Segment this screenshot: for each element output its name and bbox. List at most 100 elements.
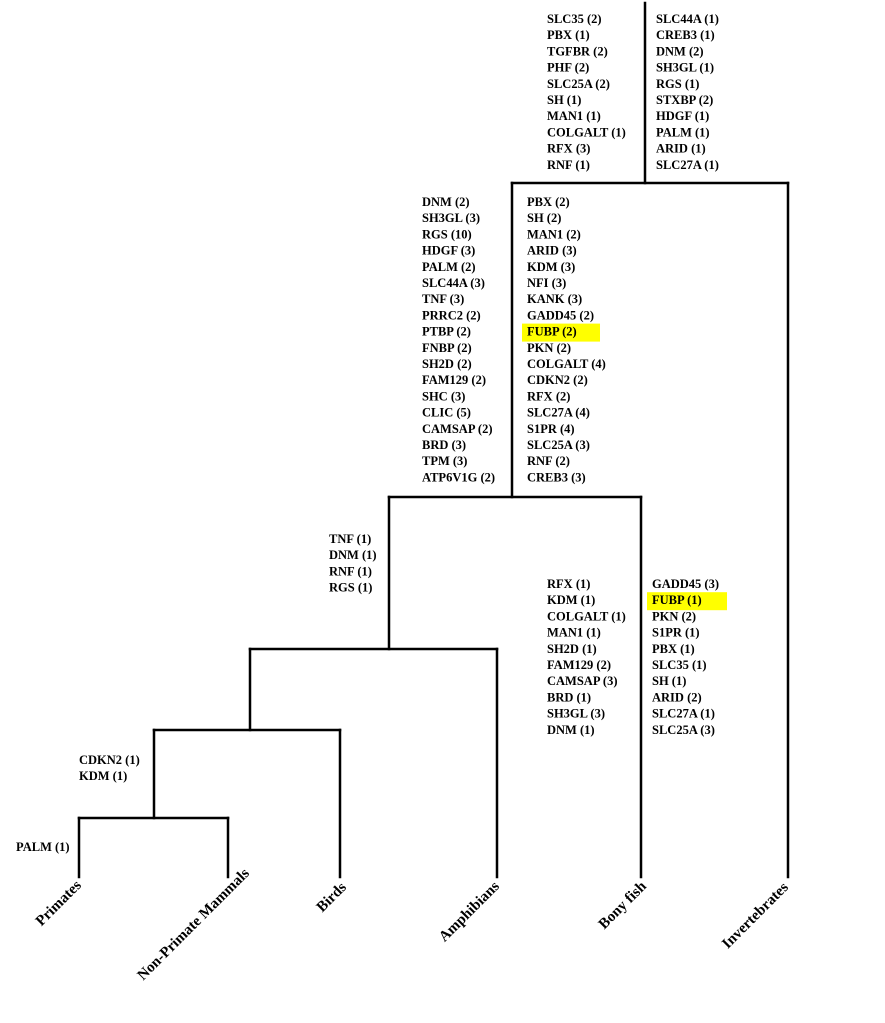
gene-family-label: MAN1 (1) [547,109,601,123]
gene-family-label: PALM (2) [422,260,476,274]
gene-family-label: PBX (2) [527,195,570,209]
gene-family-label: CREB3 (1) [656,28,715,42]
gene-family-label: PBX (1) [652,642,695,656]
gene-family-label: RNF (1) [547,158,590,172]
label-group-tetrapod: TNF (1) DNM (1) RNF (1) RGS (1) [329,532,377,595]
gene-family-label: PALM (1) [16,840,70,854]
gene-family-label: FAM129 (2) [547,658,611,672]
gene-family-label: SH (2) [527,211,561,225]
gene-family-label: DNM (2) [656,44,704,58]
gene-family-label: COLGALT (1) [547,125,626,139]
gene-family-label: FUBP (2) [527,325,577,339]
label-group-fish-right: GADD45 (3) FUBP (1) PKN (2) S1PR (1) PBX (1)… [647,577,727,737]
gene-family-label: RGS (10) [422,227,472,241]
taxon-labels: Primates Non-Primate Mammals Birds Amphibia… [33,865,792,983]
label-group-vertebrate-left: DNM (2) SH3GL (3) RGS (10) HDGF (3) PALM (2)… [422,195,495,484]
gene-family-label: PKN (2) [652,609,696,623]
gene-family-label: S1PR (1) [652,626,700,640]
gene-family-label: KDM (1) [79,769,127,783]
gene-family-label: ARID (1) [656,142,706,156]
gene-family-label: HDGF (3) [422,244,475,258]
gene-family-label: PHF (2) [547,61,589,75]
highlight-marker [522,323,600,342]
gene-family-label: SH (1) [547,93,581,107]
gene-family-label: CAMSAP (2) [422,422,492,436]
gene-family-label: KANK (3) [527,292,582,306]
taxon-label-invertebrates: Invertebrates [719,879,792,952]
gene-family-label: PKN (2) [527,341,571,355]
taxon-label-non-primate-mammals: Non-Primate Mammals [135,865,253,983]
gene-family-label: SLC27A (1) [652,707,715,721]
label-group-root-left: SLC35 (2) PBX (1) TGFBR (2) PHF (2) SLC25A (… [547,12,626,172]
gene-family-label: RGS (1) [329,581,372,595]
gene-family-label: BRD (3) [422,438,466,452]
gene-family-label: MAN1 (2) [527,227,581,241]
gene-family-label: PTBP (2) [422,325,471,339]
gene-family-label: GADD45 (2) [527,308,594,322]
gene-family-label: BRD (1) [547,690,591,704]
gene-family-label: SLC35 (2) [547,12,602,26]
gene-family-label: FAM129 (2) [422,373,486,387]
gene-family-label: TNF (1) [329,532,371,546]
taxon-label-primates: Primates [33,877,85,929]
gene-family-label: TGFBR (2) [547,44,608,58]
gene-family-label: PRRC2 (2) [422,308,481,322]
gene-family-label: SH2D (2) [422,357,472,371]
gene-family-label: RFX (2) [527,389,570,403]
gene-family-label: PALM (1) [656,125,710,139]
taxon-label-birds: Birds [314,879,350,915]
gene-family-label: SHC (3) [422,389,465,403]
gene-family-label: S1PR (4) [527,422,575,436]
gene-family-label: KDM (1) [547,593,595,607]
gene-family-label: PBX (1) [547,28,590,42]
gene-family-label: CDKN2 (1) [79,753,140,767]
gene-family-label: FUBP (1) [652,593,702,607]
gene-family-label: CLIC (5) [422,406,471,420]
gene-family-label: SH2D (1) [547,642,597,656]
gene-family-labels: SLC35 (2) PBX (1) TGFBR (2) PHF (2) SLC25A (… [16,12,727,854]
gene-family-label: SH (1) [652,674,686,688]
label-group-vertebrate-right: PBX (2)SH (2)MAN1 (2)ARID (3)KDM (3)NFI … [522,195,606,484]
gene-family-label: CDKN2 (2) [527,373,588,387]
taxon-label-amphibians: Amphibians [436,878,503,945]
label-group-fish-left: RFX (1) KDM (1) COLGALT (1) MAN1 (1) SH2D (1… [547,577,626,737]
gene-family-label: SLC25A (3) [527,438,590,452]
label-group-root-right: SLC44A (1) CREB3 (1) DNM (2) SH3GL (1) RGS (… [656,12,719,172]
gene-family-label: FNBP (2) [422,341,472,355]
gene-family-label: GADD45 (3) [652,577,719,591]
gene-family-label: SLC44A (1) [656,12,719,26]
gene-family-label: TNF (3) [422,292,464,306]
gene-family-label: SLC27A (4) [527,406,590,420]
gene-family-label: STXBP (2) [656,93,713,107]
gene-family-label: TPM (3) [422,454,467,468]
gene-family-label: CREB3 (3) [527,470,586,484]
gene-family-label: ARID (2) [652,690,702,704]
gene-family-label: KDM (3) [527,260,575,274]
gene-family-label: HDGF (1) [656,109,709,123]
gene-family-label: RNF (1) [329,564,372,578]
label-group-primate: PALM (1) [16,840,70,854]
gene-family-label: RGS (1) [656,77,699,91]
gene-family-label: SLC25A (2) [547,77,610,91]
gene-family-label: SH3GL (1) [656,61,714,75]
gene-family-label: SH3GL (3) [422,211,480,225]
taxon-label-bony-fish: Bony fish [596,878,651,933]
gene-family-label: RNF (2) [527,454,570,468]
gene-family-label: COLGALT (1) [547,609,626,623]
gene-family-label: CAMSAP (3) [547,674,617,688]
gene-family-label: RFX (1) [547,577,590,591]
gene-family-label: SLC44A (3) [422,276,485,290]
gene-family-label: DNM (1) [329,548,377,562]
gene-family-label: DNM (2) [422,195,470,209]
gene-family-label: DNM (1) [547,723,595,737]
label-group-mammal: CDKN2 (1) KDM (1) [79,753,140,783]
gene-family-label: MAN1 (1) [547,626,601,640]
gene-family-label: ATP6V1G (2) [422,470,495,484]
gene-family-label: SLC35 (1) [652,658,707,672]
gene-family-label: COLGALT (4) [527,357,606,371]
gene-family-label: SH3GL (3) [547,707,605,721]
gene-family-label: SLC25A (3) [652,723,715,737]
gene-family-label: ARID (3) [527,244,577,258]
tree-branches [77,1,790,879]
